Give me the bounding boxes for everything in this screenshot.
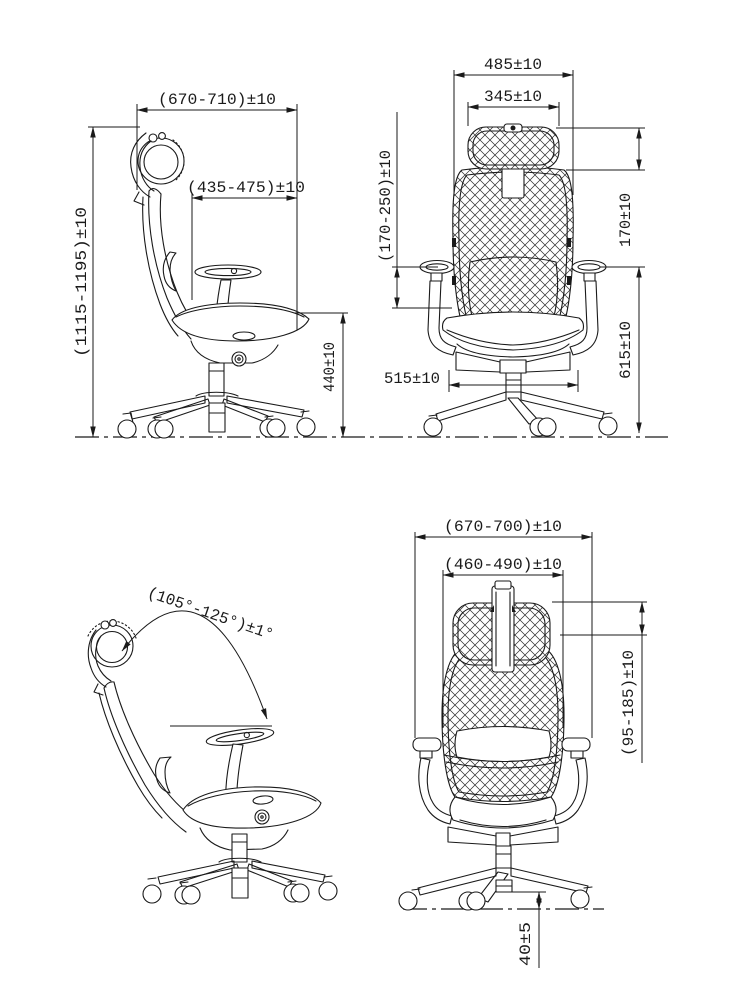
dim-back-headrest-adjust-range-label: (95-185)±10 (620, 650, 638, 756)
dim-side-seat-height-label: 440±10 (321, 342, 339, 392)
dim-back-headrest-adjust-range: (95-185)±10 (552, 601, 647, 763)
dim-front-armrest-floor-height-label: 615±10 (617, 321, 635, 379)
back-headrest-slider (490, 580, 516, 673)
dim-front-headrest-width-label: 345±10 (484, 88, 542, 106)
side-headrest (130, 132, 185, 206)
dim-front-seat-width: 515±10 (384, 370, 579, 392)
dim-back-backrest-width-range: (460-490)±10 (442, 556, 564, 728)
dim-side-seat-height: 440±10 (295, 312, 348, 438)
dim-front-seat-width-label: 515±10 (384, 370, 440, 388)
front-view-chair (419, 123, 618, 437)
back-casters (398, 886, 593, 911)
back-base (398, 826, 593, 911)
dim-recline-angle: (105°-125°)±1° (121, 584, 276, 727)
side-lumbar-knob (162, 251, 177, 292)
dim-side-overall-height: (1115-1195)±10 (73, 126, 140, 438)
dim-front-armrest-height-range-label: (170-250)±10 (377, 150, 395, 262)
dim-front-headrest-height: 170±10 (556, 127, 645, 247)
recline-lumbar-knob (154, 756, 172, 794)
back-lumbar-cushion (454, 725, 552, 763)
front-armrest-right (569, 259, 607, 356)
recline-base (142, 833, 338, 905)
recline-backrest (98, 681, 191, 833)
dim-back-armrest-span-label: (670-700)±10 (444, 518, 562, 536)
dim-side-overall-depth: (670-710)±10 (136, 91, 298, 330)
dim-side-overall-height-label: (1115-1195)±10 (73, 207, 91, 357)
dim-front-backrest-width: 485±10 (453, 56, 574, 195)
front-base (423, 351, 618, 437)
dim-side-seat-depth-label: (435-475)±10 (187, 179, 305, 197)
dim-back-base-clearance: 40±5 (505, 891, 546, 968)
recline-view-chair (87, 619, 338, 905)
side-seat (171, 302, 310, 367)
recline-seat (182, 786, 322, 851)
recline-headrest (87, 619, 137, 696)
dim-front-armrest-height-range: (170-250)±10 (377, 112, 452, 309)
back-armrest-right (553, 737, 591, 825)
dim-front-armrest-floor-height: 615±10 (600, 266, 645, 434)
side-view-chair (117, 132, 316, 439)
side-base (117, 362, 316, 439)
front-headrest (467, 123, 560, 170)
dim-front-headrest-width: 345±10 (467, 88, 560, 126)
side-casters (117, 410, 316, 439)
recline-casters (142, 875, 338, 905)
back-seat (449, 796, 557, 829)
dim-side-seat-depth: (435-475)±10 (187, 179, 305, 300)
back-view-chair (398, 580, 593, 911)
dim-front-headrest-height-label: 170±10 (617, 193, 635, 247)
dim-back-base-clearance-label: 40±5 (517, 922, 535, 966)
dim-side-overall-depth-label: (670-710)±10 (158, 91, 276, 109)
dim-back-backrest-width-range-label: (460-490)±10 (444, 556, 562, 574)
dim-front-backrest-width-label: 485±10 (484, 56, 542, 74)
front-seat (441, 311, 585, 358)
front-casters (423, 412, 618, 437)
